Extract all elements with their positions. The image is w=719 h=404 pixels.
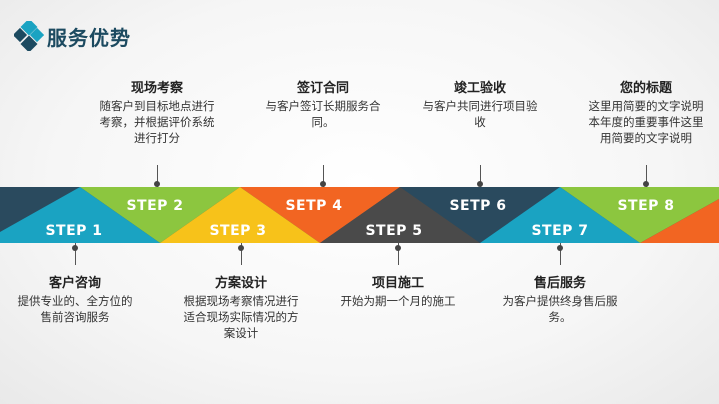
step-8-title: 您的标题 [619, 81, 672, 96]
step-5-desc: 开始为期一个月的施工 [340, 294, 456, 308]
connector-line [646, 165, 647, 187]
step-7-desc: 为客户提供终身售后服务。 [502, 294, 618, 324]
step-5-title: 项目施工 [371, 276, 424, 291]
step-7-info: 售后服务 为客户提供终身售后服务。 [500, 275, 620, 325]
step-2-desc: 随客户到目标地点进行考察，并根据评价系统进行打分 [99, 99, 215, 145]
step-3-desc: 根据现场考察情况进行适合现场实际情况的方案设计 [183, 294, 299, 340]
step-8-label: STEP 8 [617, 198, 675, 214]
connector-line [323, 165, 324, 187]
connector-line [75, 243, 76, 265]
step-1-desc: 提供专业的、全方位的售前咨询服务 [17, 294, 133, 324]
step-4-label: SETP 4 [285, 198, 343, 214]
step-3-shape [160, 187, 320, 243]
connector-dot [238, 245, 244, 251]
step-4-info: 签订合同 与客户签订长期服务合同。 [263, 80, 383, 130]
step-1-info: 客户咨询 提供专业的、全方位的售前咨询服务 [15, 275, 135, 325]
step-3-label: STEP 3 [209, 223, 267, 239]
step-band [0, 187, 719, 243]
step-6-title: 竣工验收 [453, 81, 506, 96]
step-2-shape [80, 187, 240, 243]
step-1-title: 客户咨询 [48, 276, 101, 291]
step-8-shape [560, 187, 719, 243]
connector-dot [477, 181, 483, 187]
connector-line [398, 243, 399, 265]
step-6-info: 竣工验收 与客户共同进行项目验收 [420, 80, 540, 130]
step-7-shape [480, 187, 640, 243]
connector-dot [395, 245, 401, 251]
step-6-label: SETP 6 [449, 198, 507, 214]
step-8-desc: 这里用简要的文字说明本年度的重要事件这里用简要的文字说明 [588, 99, 704, 145]
step-4-shape [240, 187, 400, 243]
step-2-info: 现场考察 随客户到目标地点进行考察，并根据评价系统进行打分 [97, 80, 217, 146]
connector-dot [320, 181, 326, 187]
step-6-desc: 与客户共同进行项目验收 [422, 99, 538, 129]
connector-dot [154, 181, 160, 187]
diamond-logo-icon [14, 21, 44, 51]
step-7-label: STEP 7 [531, 223, 589, 239]
step-4-desc: 与客户签订长期服务合同。 [265, 99, 381, 129]
step-5-shape [320, 187, 480, 243]
step-1-label: STEP 1 [45, 223, 103, 239]
step-5-info: 项目施工 开始为期一个月的施工 [338, 275, 458, 309]
connector-dot [72, 245, 78, 251]
step-2-label: STEP 2 [126, 198, 184, 214]
step-3-title: 方案设计 [214, 276, 267, 291]
connector-dot [557, 245, 563, 251]
connector-line [560, 243, 561, 265]
step-2-title: 现场考察 [130, 81, 183, 96]
step-3-info: 方案设计 根据现场考察情况进行适合现场实际情况的方案设计 [181, 275, 301, 341]
connector-line [157, 165, 158, 187]
connector-line [480, 165, 481, 187]
step-8-info: 您的标题 这里用简要的文字说明本年度的重要事件这里用简要的文字说明 [586, 80, 706, 146]
step-4-title: 签订合同 [296, 81, 349, 96]
step-6-shape [400, 187, 560, 243]
connector-line [241, 243, 242, 265]
connector-dot [643, 181, 649, 187]
end-shape [640, 199, 719, 243]
step-5-label: STEP 5 [365, 223, 423, 239]
step-7-title: 售后服务 [533, 276, 586, 291]
page-title: 服务优势 [47, 26, 131, 50]
